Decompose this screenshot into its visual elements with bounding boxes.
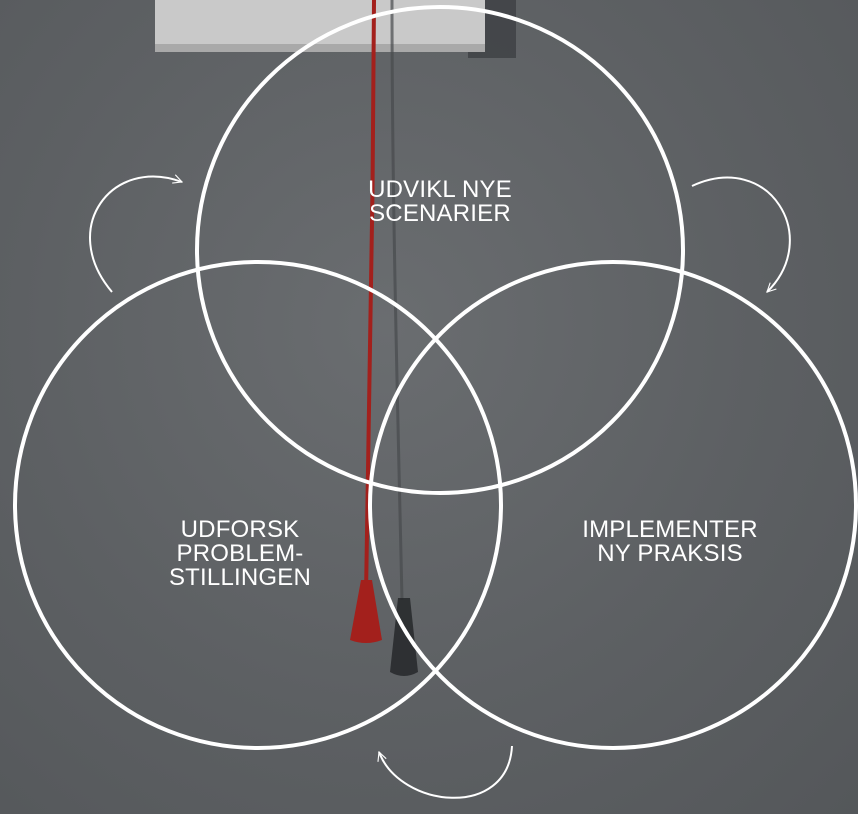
circle-top [197, 7, 683, 493]
arrow-left-to-top [90, 177, 182, 292]
circle-right [370, 262, 856, 748]
arrow-right-to-left [379, 746, 512, 798]
circle-left [15, 262, 501, 748]
arrow-top-to-right [692, 178, 790, 292]
label-explore-problem: UDFORSK PROBLEM- STILLINGEN [110, 518, 370, 590]
label-implement-practice: IMPLEMENTER NY PRAKSIS [530, 518, 810, 566]
label-develop-scenarios: UDVIKL NYE SCENARIER [300, 178, 580, 226]
